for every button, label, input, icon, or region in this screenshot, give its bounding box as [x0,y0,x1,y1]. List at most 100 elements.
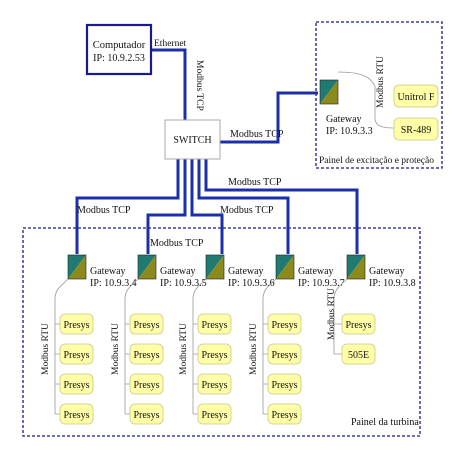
device-box [59,403,94,425]
device-box [59,343,94,365]
excitation-gateway-ip: IP: 10.9.3.3 [326,126,373,137]
gateway-5-link-label: Modbus TCP [228,177,282,188]
device-label: Presys [63,350,89,361]
bus-line-gateway-4 [197,158,290,254]
gateway-1-rtu-wire [54,278,69,415]
device-box [393,117,439,141]
gateway-2-link-label: Modbus TCP [150,238,204,249]
device-label: Presys [271,410,297,421]
device-box [197,403,232,425]
computer-box [85,23,153,76]
device-label: Presys [201,410,227,421]
gateway-olive-half [138,255,156,279]
device-box [129,313,164,335]
device-label: Presys [271,380,297,391]
device-box [393,84,439,108]
gateway-5-modbus-rtu-label: Modbus RTU [327,288,337,340]
device-label: Presys [133,320,159,331]
device-label: Presys [63,380,89,391]
device-box [267,343,302,365]
switch-label: SWITCH [173,135,211,146]
gateway-1-modbus-rtu-label: Modbus RTU [41,323,51,375]
gateway-outline [67,254,87,280]
gateway-1-name: Gateway [90,266,126,277]
device-box [129,373,164,395]
bus-line-gateway-2 [146,158,187,254]
device-box [129,403,164,425]
device-label: Presys [133,380,159,391]
device-box [59,373,94,395]
excitation-rtu-wire [337,71,395,129]
bus-line-gateway-1 [75,158,180,254]
turbine-panel-title: Painel da turbina [351,417,419,428]
computer-modbus-tcp-label: Modbus TCP [194,60,204,111]
gateway-outline [205,254,225,280]
device-label: Presys [271,320,297,331]
gateway-outline [346,254,366,280]
turbine-panel [22,227,421,437]
switch-box [164,119,221,160]
device-label: Presys [201,320,227,331]
gateway-3-name: Gateway [228,266,264,277]
device-label: Presys [133,410,159,421]
device-label-sr489: SR-489 [401,125,432,136]
gateway-olive-half [206,255,224,279]
device-box [341,313,376,335]
device-label: Presys [133,350,159,361]
excitation-panel [315,21,443,169]
device-label: Presys [201,380,227,391]
device-label: Presys [63,320,89,331]
computer-ip: IP: 10.9.2.53 [93,53,145,64]
device-label: Presys [63,410,89,421]
device-box [267,313,302,335]
gateway-outline [137,254,157,280]
gateway-outline [275,254,295,280]
device-label: Presys [345,320,371,331]
bus-line-excitation [213,91,318,144]
modbus-tcp-bus-lines [75,48,359,254]
ethernet-line [150,48,187,120]
device-box [341,343,376,365]
ethernet-label: Ethernet [154,39,187,49]
excitation-gateway [319,79,339,105]
gateway-olive-half [276,255,294,279]
gateway-3-modbus-rtu-label: Modbus RTU [179,323,189,375]
excitation-panel-title: Painel de excitação e proteção [319,156,434,166]
gateway-1-link-label: Modbus TCP [77,205,131,216]
device-label-unitrol: Unitrol F [398,92,435,103]
excitation-gateway-name: Gateway [326,114,362,125]
gateway-5-ip: IP: 10.9.3.8 [369,278,416,289]
gateway-olive-half [347,255,365,279]
device-box [267,403,302,425]
device-box [129,343,164,365]
gateway-3-ip: IP: 10.9.3.6 [228,278,275,289]
gateway-3-link-label: Modbus TCP [220,205,274,216]
gateway-olive-half [320,80,338,104]
device-label: Presys [201,350,227,361]
bus-line-gateway-3 [190,158,224,254]
gateway-2-rtu-wire [124,278,139,415]
computer-title: Computador [93,40,146,51]
gateway-4-name: Gateway [298,266,334,277]
gateway-3-rtu-wire [192,278,207,415]
gateway-5-rtu-wire [333,278,348,355]
device-box [197,313,232,335]
gateway-4-ip: IP: 10.9.3.7 [298,278,345,289]
gateway-2-modbus-rtu-label: Modbus RTU [111,323,121,375]
device-box [59,313,94,335]
excitation-devices: Unitrol F SR-489 [393,84,439,141]
gateway-olive-half [68,255,86,279]
gateway-5-name: Gateway [369,266,405,277]
gateway-2-ip: IP: 10.9.3.5 [160,278,207,289]
gateway-1-ip: IP: 10.9.3.4 [90,278,137,289]
device-label: Presys [271,350,297,361]
device-box [197,373,232,395]
gateway-2-name: Gateway [160,266,196,277]
excitation-modbus-rtu-label: Modbus RTU [376,56,386,108]
device-box [197,343,232,365]
gateway-4-modbus-rtu-label: Modbus RTU [249,323,259,375]
gateway-4-rtu-wire [262,278,277,415]
device-box [267,373,302,395]
excitation-link-label: Modbus TCP [230,129,284,140]
